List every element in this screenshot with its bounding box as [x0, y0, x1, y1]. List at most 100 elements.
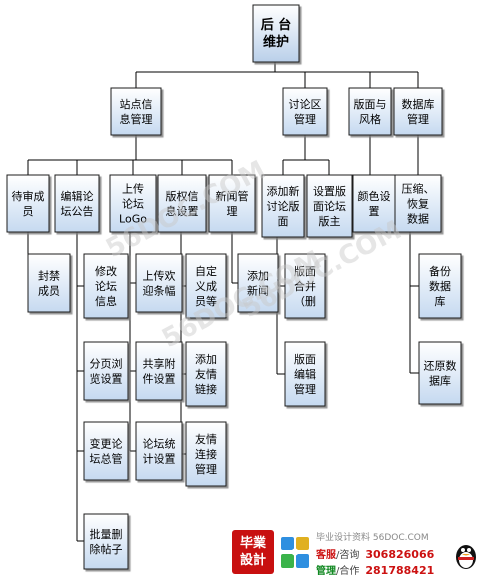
node-box	[282, 87, 328, 136]
service-number: 306826066	[365, 548, 435, 561]
node-box	[252, 4, 300, 63]
node-label: 坛总管	[90, 452, 123, 466]
node-label: 版面与	[354, 97, 387, 111]
node-label: 颜色设	[358, 189, 391, 203]
node-label: 维护	[263, 34, 289, 50]
manage-number: 281788421	[365, 564, 435, 577]
node-label: 除帖子	[90, 542, 123, 556]
node-label: 新闻	[247, 284, 269, 298]
node-label: 信息	[95, 294, 117, 308]
node-label: 站点信	[120, 97, 153, 111]
node-label: 管理	[195, 462, 217, 476]
node-label: 面论坛	[313, 199, 346, 213]
node-label: 迎条幅	[143, 284, 176, 298]
node-label: 自定	[195, 264, 217, 278]
node-box	[83, 253, 129, 319]
node-box	[352, 174, 396, 233]
node-label: 坛公告	[61, 205, 94, 218]
node-box	[348, 87, 392, 136]
node-label: 待审成	[12, 189, 45, 203]
node-label: 库	[435, 295, 446, 308]
node-box	[393, 87, 443, 136]
node-label: 件设置	[143, 373, 176, 386]
node-box	[109, 174, 157, 233]
node-label: 员等	[195, 294, 217, 308]
node-label: 版主	[319, 214, 341, 228]
node-box	[157, 174, 207, 233]
node-box	[83, 421, 129, 481]
node-label: 恢复	[407, 197, 429, 211]
service-label: 客服	[316, 550, 336, 561]
node-box	[27, 253, 71, 313]
node-box	[237, 253, 279, 313]
node-box	[135, 253, 183, 313]
node-box	[135, 341, 183, 401]
node-box	[418, 253, 462, 319]
manage-sep: /合作	[336, 566, 360, 577]
node-box	[284, 341, 326, 407]
node-box	[110, 87, 162, 136]
node-label: 变更论	[90, 437, 123, 451]
node-box	[135, 421, 183, 481]
node-root: 后 台维护	[252, 4, 300, 63]
node-label: 分页浏	[90, 357, 123, 371]
node-box	[185, 253, 227, 319]
node-label: 新闻管	[216, 189, 249, 203]
node-label: 合并	[294, 279, 316, 293]
node-label: 还原数	[424, 360, 457, 373]
puzzle-icon	[281, 537, 309, 568]
node-label: 后 台	[261, 17, 292, 33]
node-label: 友情	[195, 367, 217, 381]
node-label: 风格	[359, 112, 381, 126]
node-label: 设置版	[313, 184, 346, 198]
node-label: 共享附	[143, 357, 176, 371]
manage-label: 管理	[316, 566, 336, 577]
node-label: 论坛统	[143, 437, 176, 451]
node-label: 管理	[407, 112, 429, 126]
node-label: 添加	[247, 269, 269, 283]
node-box	[54, 174, 100, 233]
node-label: 管理	[294, 112, 316, 126]
penguin-icon	[456, 545, 476, 569]
logo-top-text: 毕業	[239, 536, 266, 551]
node-label: 面	[278, 215, 289, 228]
node-layer: 后 台维护站点信息管理讨论区管理版面与风格数据库管理待审成员编辑论坛公告上传论坛…	[6, 4, 462, 570]
node-label: 修改	[95, 264, 117, 278]
node-label: 版面	[294, 264, 316, 278]
node-label: 息管理	[120, 112, 153, 126]
node-label: 管理	[294, 382, 316, 396]
node-box	[418, 341, 462, 405]
node-box	[261, 174, 305, 238]
node-label: 编辑论	[61, 189, 94, 203]
node-label: 息设置	[166, 204, 199, 218]
node-label: 数据库	[402, 97, 435, 111]
node-box	[6, 174, 50, 233]
node-label: 添加	[195, 352, 217, 366]
